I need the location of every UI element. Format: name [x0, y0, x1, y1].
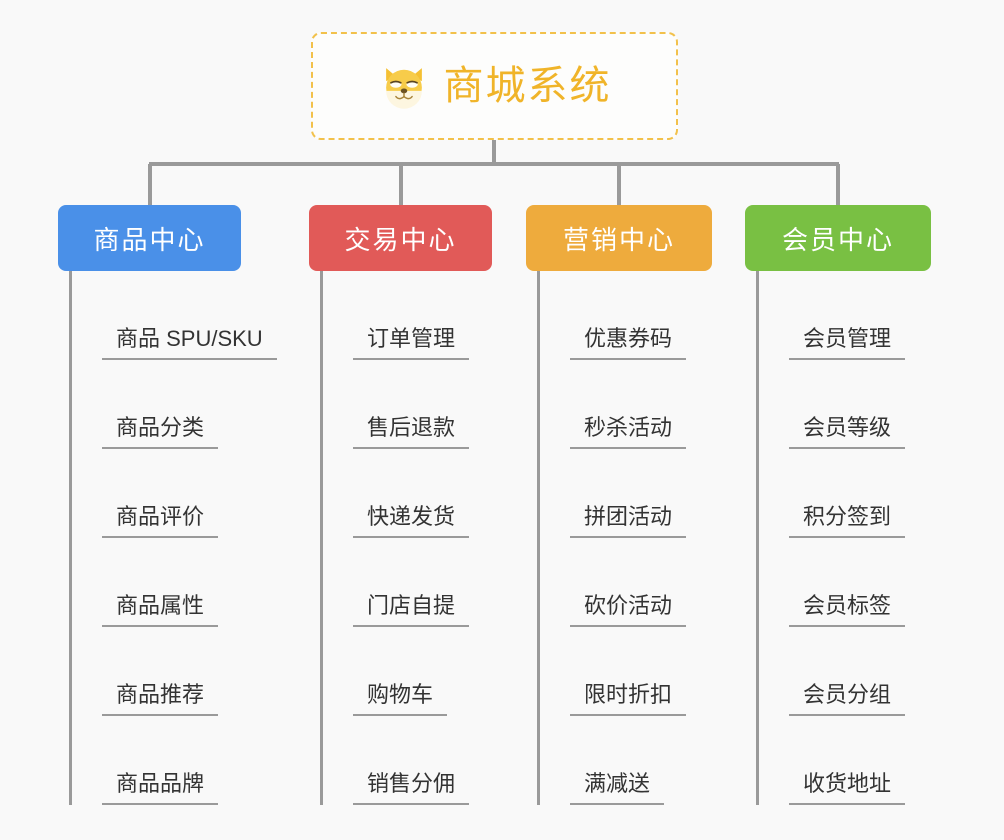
list-item[interactable]: 砍价活动 — [540, 538, 712, 627]
branch-会员中心: 会员中心 会员管理 会员等级 积分签到 会员标签 会员分组 收货地址 — [745, 205, 931, 805]
list-item[interactable]: 会员标签 — [759, 538, 931, 627]
branch-商品中心: 商品中心 商品 SPU/SKU 商品分类 商品评价 商品属性 商品推荐 商品品牌 — [58, 205, 277, 805]
leaf-label: 快递发货 — [353, 504, 470, 538]
leaf-label: 商品推荐 — [102, 682, 219, 716]
leaf-label: 商品分类 — [102, 415, 219, 449]
branch-item-list-3: 会员管理 会员等级 积分签到 会员标签 会员分组 收货地址 — [756, 271, 931, 805]
list-item[interactable]: 会员分组 — [759, 627, 931, 716]
list-item[interactable]: 商品评价 — [72, 449, 277, 538]
branch-item-list-0: 商品 SPU/SKU 商品分类 商品评价 商品属性 商品推荐 商品品牌 — [69, 271, 277, 805]
list-item[interactable]: 拼团活动 — [540, 449, 712, 538]
leaf-label: 砍价活动 — [570, 593, 687, 627]
list-item[interactable]: 商品分类 — [72, 360, 277, 449]
list-item[interactable]: 收货地址 — [759, 716, 931, 805]
leaf-label: 秒杀活动 — [570, 415, 687, 449]
leaf-label: 商品属性 — [102, 593, 219, 627]
leaf-label: 收货地址 — [789, 771, 906, 805]
list-item[interactable]: 销售分佣 — [323, 716, 492, 805]
list-item[interactable]: 快递发货 — [323, 449, 492, 538]
list-item[interactable]: 商品属性 — [72, 538, 277, 627]
leaf-label: 拼团活动 — [570, 504, 687, 538]
list-item[interactable]: 售后退款 — [323, 360, 492, 449]
list-item[interactable]: 商品 SPU/SKU — [72, 271, 277, 360]
leaf-label: 会员管理 — [789, 326, 906, 360]
list-item[interactable]: 门店自提 — [323, 538, 492, 627]
leaf-label: 满减送 — [570, 771, 665, 805]
leaf-label: 优惠券码 — [570, 326, 687, 360]
leaf-label: 积分签到 — [789, 504, 906, 538]
leaf-label: 订单管理 — [353, 326, 470, 360]
branch-header-3[interactable]: 会员中心 — [745, 205, 931, 271]
branch-item-list-1: 订单管理 售后退款 快递发货 门店自提 购物车 销售分佣 — [320, 271, 492, 805]
leaf-label: 会员等级 — [789, 415, 906, 449]
leaf-label: 商品评价 — [102, 504, 219, 538]
shiba-dog-emoji — [385, 68, 422, 109]
leaf-label: 售后退款 — [353, 415, 470, 449]
leaf-label: 门店自提 — [353, 593, 470, 627]
branch-item-list-2: 优惠券码 秒杀活动 拼团活动 砍价活动 限时折扣 满减送 — [537, 271, 712, 805]
root-title: 商城系统 — [443, 64, 612, 108]
list-item[interactable]: 优惠券码 — [540, 271, 712, 360]
root-node[interactable]: 商城系统 — [311, 32, 678, 140]
branch-营销中心: 营销中心 优惠券码 秒杀活动 拼团活动 砍价活动 限时折扣 满减送 — [526, 205, 712, 805]
branch-交易中心: 交易中心 订单管理 售后退款 快递发货 门店自提 购物车 销售分佣 — [309, 205, 492, 805]
leaf-label: 销售分佣 — [353, 771, 470, 805]
branch-header-2[interactable]: 营销中心 — [526, 205, 712, 271]
list-item[interactable]: 满减送 — [540, 716, 712, 805]
list-item[interactable]: 订单管理 — [323, 271, 492, 360]
branch-header-0[interactable]: 商品中心 — [58, 205, 241, 271]
list-item[interactable]: 积分签到 — [759, 449, 931, 538]
leaf-label: 会员分组 — [789, 682, 906, 716]
leaf-label: 商品 SPU/SKU — [102, 326, 277, 360]
leaf-label: 购物车 — [353, 682, 448, 716]
list-item[interactable]: 限时折扣 — [540, 627, 712, 716]
list-item[interactable]: 购物车 — [323, 627, 492, 716]
list-item[interactable]: 秒杀活动 — [540, 360, 712, 449]
leaf-label: 商品品牌 — [102, 771, 219, 805]
branch-header-1[interactable]: 交易中心 — [309, 205, 492, 271]
leaf-label: 会员标签 — [789, 593, 906, 627]
list-item[interactable]: 会员管理 — [759, 271, 931, 360]
list-item[interactable]: 会员等级 — [759, 360, 931, 449]
list-item[interactable]: 商品品牌 — [72, 716, 277, 805]
list-item[interactable]: 商品推荐 — [72, 627, 277, 716]
leaf-label: 限时折扣 — [570, 682, 687, 716]
